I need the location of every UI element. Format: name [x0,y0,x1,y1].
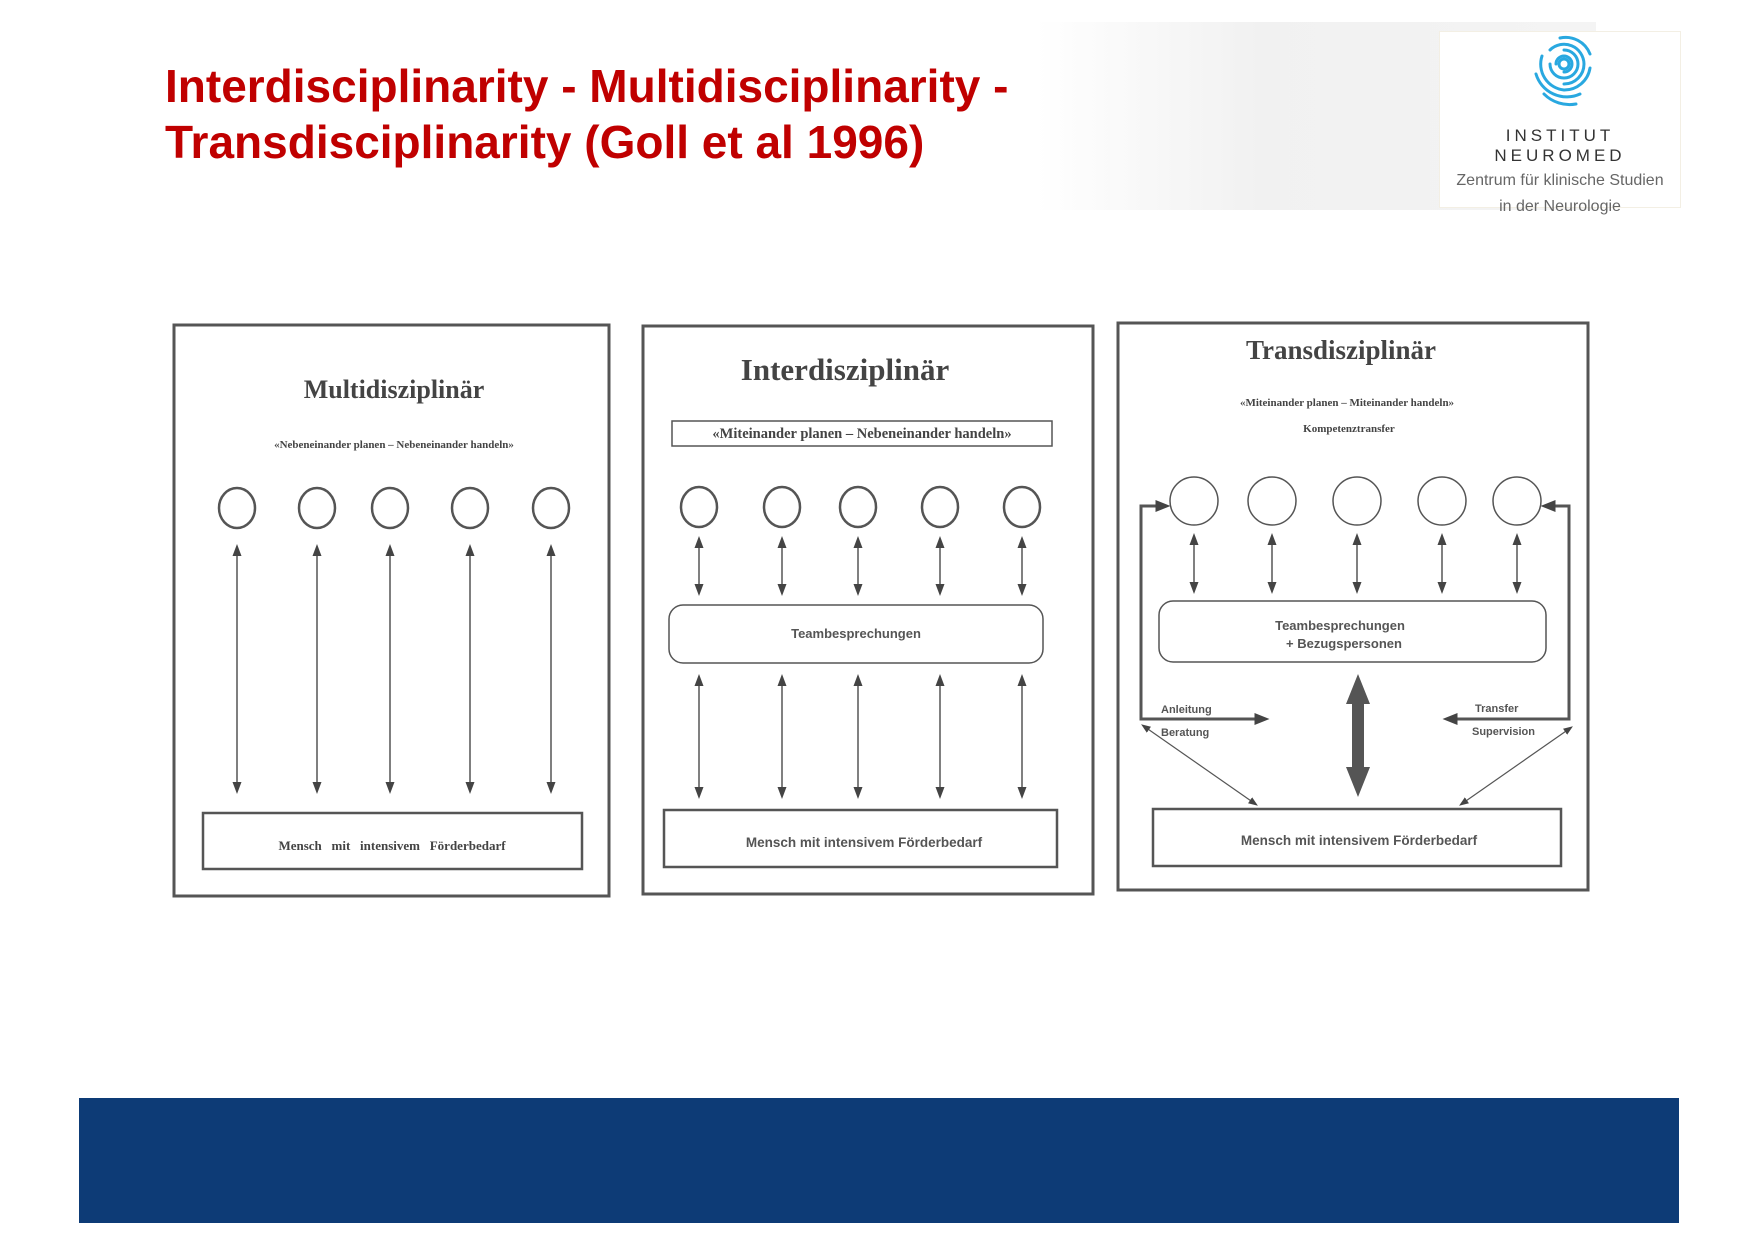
inter-bottom-label: Mensch mit intensivem Förderbedarf [746,835,983,850]
footer-band [79,1098,1679,1223]
multi-title: Multidisziplinär [304,375,485,404]
title-line-1: Interdisciplinarity - Multidisciplinarit… [165,60,1009,112]
inter-subtitle: «Miteinander planen – Nebeneinander hand… [712,426,1011,442]
logo-subtitle-2: in der Neurologie [1499,198,1621,215]
diagram-labels: Multidisziplinär «Nebeneinander planen –… [274,335,1535,853]
trans-team-label-1: Teambesprechungen [1275,618,1405,633]
label-transfer: Transfer [1475,703,1519,715]
discipline-circles [217,486,571,530]
spiral-logo-icon [1534,35,1592,107]
trans-team-label-2: + Bezugspersonen [1286,636,1402,651]
direct-arrows [232,544,556,794]
trans-title: Transdisziplinär [1246,335,1436,365]
interdisciplinary-panel [641,324,1095,896]
institut-neuromed-logo: INSTITUT NEUROMED Zentrum für klinische … [1439,31,1681,215]
bidirectional-thick-arrow [1346,674,1370,797]
multidisciplinary-panel [172,323,611,898]
label-anleitung: Anleitung [1161,704,1212,716]
inter-title: Interdisziplinär [741,352,950,387]
trans-bottom-label: Mensch mit intensivem Förderbedarf [1241,833,1478,848]
slide-title: Interdisciplinarity - Multidisciplinarit… [165,58,1008,170]
logo-subtitle-1: Zentrum für klinische Studien [1456,172,1664,189]
trans-subtitle: «Miteinander planen – Miteinander handel… [1240,397,1454,409]
label-beratung: Beratung [1161,727,1209,739]
title-line-2: Transdisciplinarity (Goll et al 1996) [165,116,925,168]
transdisciplinary-panel [1116,321,1590,892]
trans-subtitle-2: Kompetenztransfer [1303,423,1395,435]
logo-name: INSTITUT NEUROMED [1494,126,1626,165]
label-supervision: Supervision [1472,726,1535,738]
multi-subtitle: «Nebeneinander planen – Nebeneinander ha… [274,439,514,451]
inter-team-label: Teambesprechungen [791,626,921,641]
multi-bottom-label: Mensch mit intensivem Förderbedarf [278,838,506,853]
